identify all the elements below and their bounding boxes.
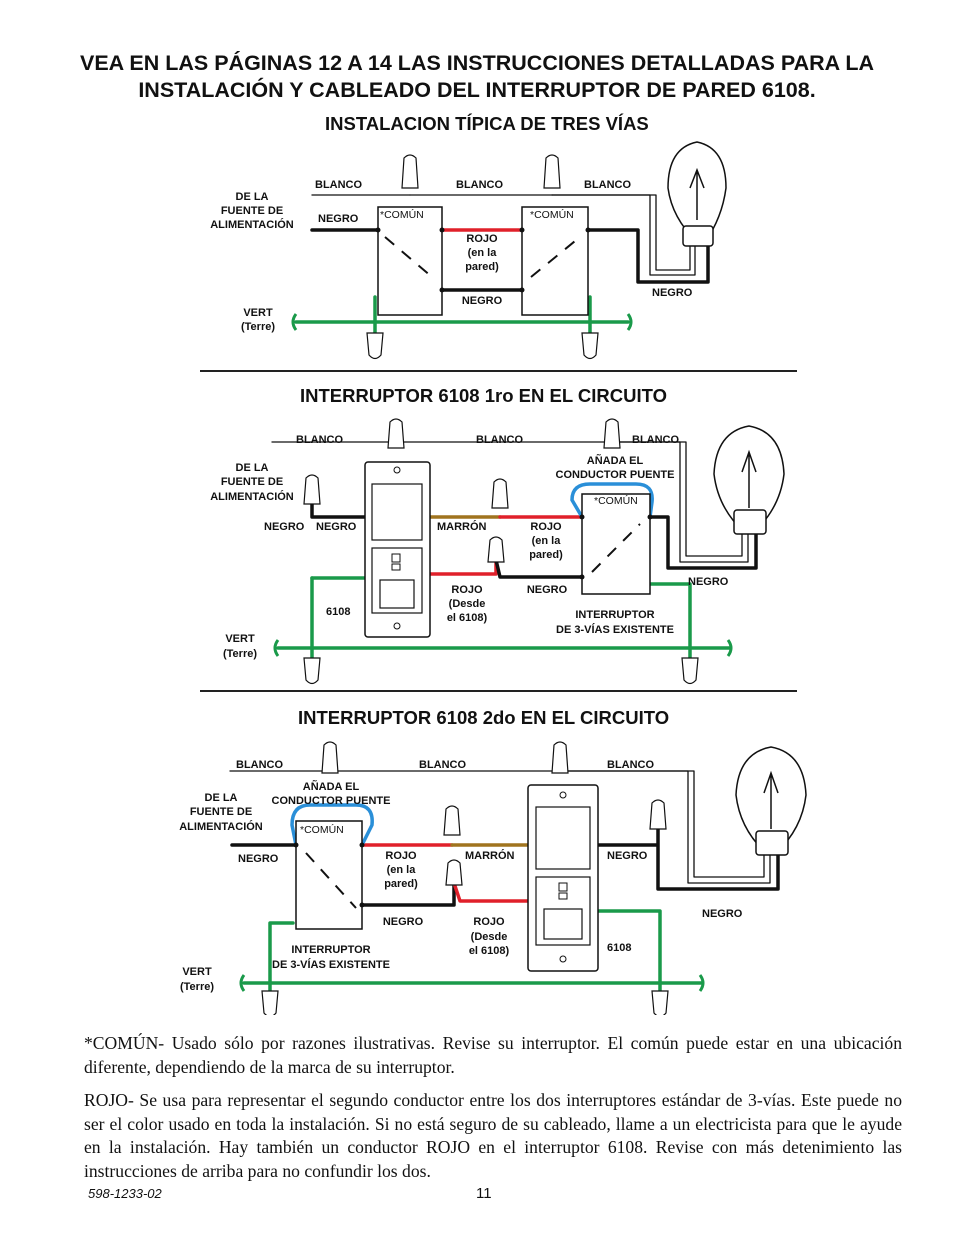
page-number: 11 bbox=[476, 1185, 492, 1202]
d3-blanco-3: BLANCO bbox=[607, 759, 654, 771]
d2-marron: MARRÓN bbox=[437, 520, 487, 533]
d2-negro-c: NEGRO bbox=[527, 584, 568, 596]
d2-negro-b: NEGRO bbox=[316, 521, 357, 533]
d1-comun-2: *COMÚN bbox=[530, 208, 574, 221]
d1-source-1: DE LA bbox=[236, 191, 269, 203]
d2-rojo-6108-2: (Desde bbox=[449, 598, 486, 610]
notes-section: *COMÚN- Usado sólo por razones ilustrati… bbox=[84, 1032, 902, 1193]
diagram-typical-three-way: BLANCO BLANCO BLANCO DE LA FUENTE DE ALI… bbox=[0, 140, 954, 370]
d2-blanco-1: BLANCO bbox=[296, 434, 343, 446]
d1-source-2: FUENTE DE bbox=[221, 205, 283, 217]
d2-rojo-6108-3: el 6108) bbox=[447, 612, 488, 624]
d3-rojo-wall-1: ROJO bbox=[385, 850, 417, 862]
diagram-6108-first: BLANCO BLANCO BLANCO DE LA FUENTE DE ALI… bbox=[0, 412, 954, 690]
d3-marron: MARRÓN bbox=[465, 849, 515, 862]
d3-rojo-6108-3: el 6108) bbox=[469, 945, 510, 957]
d2-source-3: ALIMENTACIÓN bbox=[210, 490, 294, 503]
d2-blanco-3: BLANCO bbox=[632, 434, 679, 446]
d2-comun: *COMÚN bbox=[594, 494, 638, 507]
d3-blanco-2: BLANCO bbox=[419, 759, 466, 771]
d2-rojo-wall-3: pared) bbox=[529, 549, 563, 561]
d2-existing-1: INTERRUPTOR bbox=[575, 609, 654, 621]
header-line-1: VEA EN LAS PÁGINAS 12 A 14 LAS INSTRUCCI… bbox=[80, 51, 874, 75]
d2-vert-2: (Terre) bbox=[223, 648, 257, 660]
diagram2-title: INTERRUPTOR 6108 1ro EN EL CIRCUITO bbox=[300, 385, 668, 406]
note-rojo: ROJO- Se usa para representar el segundo… bbox=[84, 1090, 902, 1181]
d3-negro-in: NEGRO bbox=[238, 853, 279, 865]
d1-rojo-1: ROJO bbox=[466, 233, 498, 245]
divider-2 bbox=[200, 690, 797, 692]
d1-blanco-3: BLANCO bbox=[584, 179, 631, 191]
d3-comun: *COMÚN bbox=[300, 823, 344, 836]
d3-rojo-wall-2: (en la bbox=[387, 864, 417, 876]
d1-comun-1: *COMÚN bbox=[380, 208, 424, 221]
d1-source-3: ALIMENTACIÓN bbox=[210, 218, 294, 231]
page-header: VEA EN LAS PÁGINAS 12 A 14 LAS INSTRUCCI… bbox=[0, 50, 954, 104]
d2-negro-a: NEGRO bbox=[264, 521, 305, 533]
d3-rojo-6108-2: (Desde bbox=[471, 931, 508, 943]
d1-blanco-1: BLANCO bbox=[315, 179, 362, 191]
d3-negro-out: NEGRO bbox=[607, 850, 648, 862]
d2-jumper-2: CONDUCTOR PUENTE bbox=[556, 469, 675, 481]
diagram-6108-second: BLANCO BLANCO BLANCO AÑADA EL CONDUCTOR … bbox=[0, 733, 954, 1015]
d1-negro-mid: NEGRO bbox=[462, 295, 503, 307]
d3-jumper-2: CONDUCTOR PUENTE bbox=[272, 795, 391, 807]
d1-negro-lamp: NEGRO bbox=[652, 287, 693, 299]
d1-blanco-2: BLANCO bbox=[456, 179, 503, 191]
d2-rojo-6108-1: ROJO bbox=[451, 584, 483, 596]
d3-source-3: ALIMENTACIÓN bbox=[179, 820, 263, 833]
d2-rojo-wall-1: ROJO bbox=[530, 521, 562, 533]
d1-vert-2: (Terre) bbox=[241, 321, 275, 333]
d3-blanco-1: BLANCO bbox=[236, 759, 283, 771]
d3-source-2: FUENTE DE bbox=[190, 806, 252, 818]
d3-rojo-6108-1: ROJO bbox=[473, 916, 505, 928]
header-line-2: INSTALACIÓN Y CABLEADO DEL INTERRUPTOR D… bbox=[138, 78, 816, 102]
d2-vert-1: VERT bbox=[225, 633, 255, 645]
d2-blanco-2: BLANCO bbox=[476, 434, 523, 446]
d2-source-1: DE LA bbox=[236, 462, 269, 474]
d2-model: 6108 bbox=[326, 606, 350, 618]
d3-rojo-wall-3: pared) bbox=[384, 878, 418, 890]
diagram3-title: INTERRUPTOR 6108 2do EN EL CIRCUITO bbox=[298, 707, 670, 728]
d2-jumper-1: AÑADA EL bbox=[587, 454, 644, 467]
d3-vert-2: (Terre) bbox=[180, 981, 214, 993]
note-comun: *COMÚN- Usado sólo por razones ilustrati… bbox=[84, 1033, 902, 1077]
d2-rojo-wall-2: (en la bbox=[532, 535, 562, 547]
d1-negro-in: NEGRO bbox=[318, 213, 359, 225]
diagram1-title: INSTALACION TÍPICA DE TRES VÍAS bbox=[325, 113, 649, 134]
d2-existing-2: DE 3-VÍAS EXISTENTE bbox=[556, 623, 674, 636]
d2-source-2: FUENTE DE bbox=[221, 476, 283, 488]
d3-model: 6108 bbox=[607, 942, 631, 954]
divider-1 bbox=[200, 370, 797, 372]
d2-negro-lamp: NEGRO bbox=[688, 576, 729, 588]
d1-vert-1: VERT bbox=[243, 307, 273, 319]
d1-rojo-3: pared) bbox=[465, 261, 499, 273]
document-number: 598-1233-02 bbox=[88, 1186, 162, 1201]
d3-negro-mid: NEGRO bbox=[383, 916, 424, 928]
d1-rojo-2: (en la bbox=[468, 247, 498, 259]
d3-source-1: DE LA bbox=[205, 792, 238, 804]
d3-vert-1: VERT bbox=[182, 966, 212, 978]
d3-existing-2: DE 3-VÍAS EXISTENTE bbox=[272, 958, 390, 971]
d3-existing-1: INTERRUPTOR bbox=[291, 944, 370, 956]
d3-negro-lamp: NEGRO bbox=[702, 908, 743, 920]
d3-jumper-1: AÑADA EL bbox=[303, 780, 360, 793]
